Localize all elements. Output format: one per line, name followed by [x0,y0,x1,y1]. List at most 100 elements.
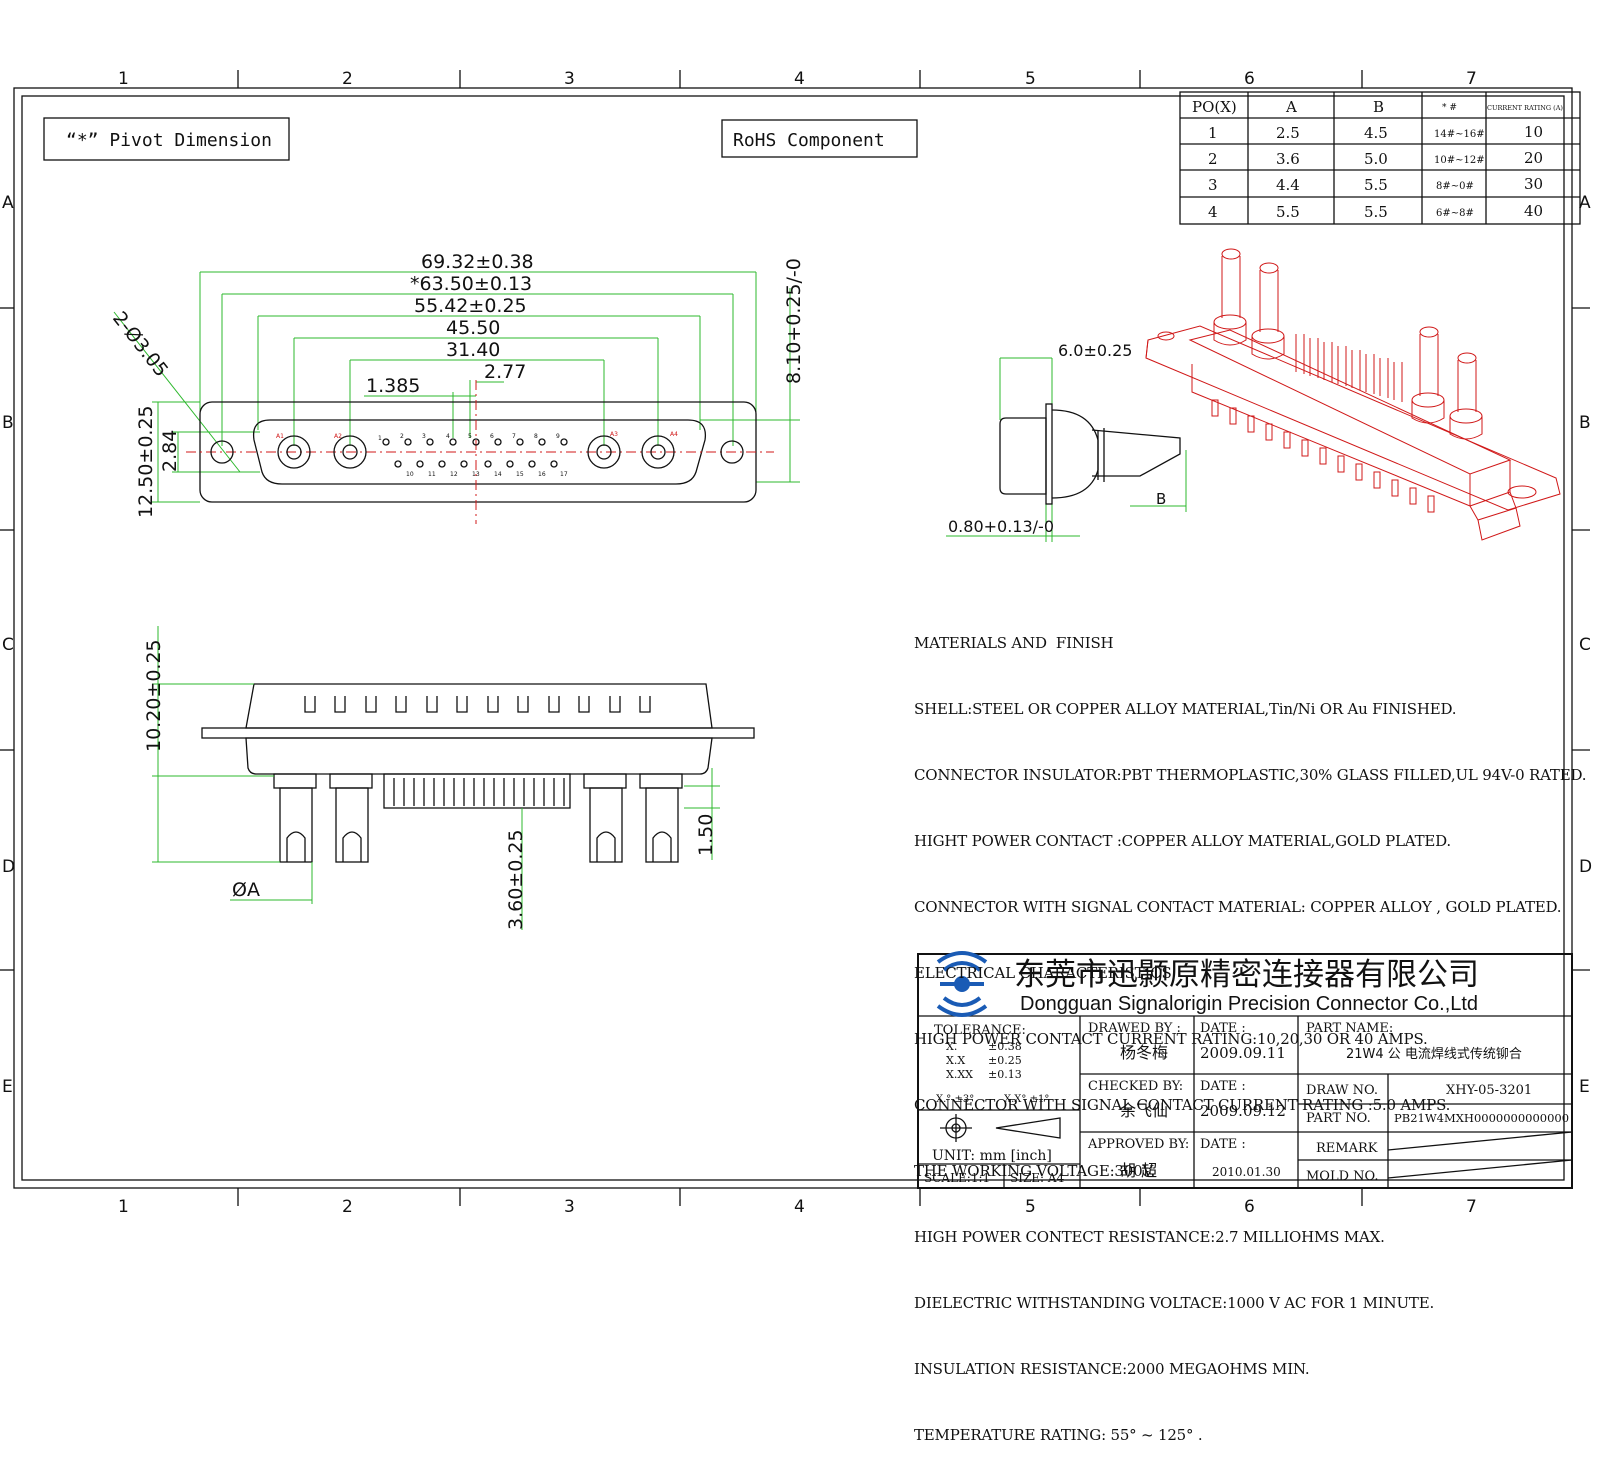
checker-name: 余飞仙 [1120,1101,1168,1120]
rohs-label: RoHS Component [733,130,885,151]
col-label: 5 [1025,69,1036,89]
pin-label: 8 [534,433,538,440]
dim-depth: 8.10+0.25/-0 [783,258,805,384]
grid-labels: 1 2 3 4 5 6 7 1 2 3 4 5 6 7 A B C D E A … [2,69,1592,1217]
iso-view [1145,248,1561,541]
date-drawed: 2009.09.11 [1200,1044,1286,1062]
remark-label: REMARK [1316,1141,1378,1156]
note-line: TEMPERATURE RATING: 55° ~ 125° . [914,1426,1203,1444]
table-cell: 2 [1208,150,1218,168]
table-cell: 6#~8# [1436,208,1474,219]
part-no-label: PART NO. [1306,1111,1371,1126]
unit-label: UNIT: mm [inch] [932,1148,1052,1164]
table-cell: 5.5 [1364,203,1388,221]
col-label: 5 [1025,1197,1036,1217]
date-checked: 2009.09.12 [1200,1102,1286,1120]
pin-label: 7 [512,433,516,440]
dim-tail: 3.60±0.25 [505,829,527,930]
table-cell: 4.4 [1276,176,1300,194]
dim-outer-pins: 45.50 [446,317,500,339]
table-cell: 5.0 [1364,150,1388,168]
col-label: 4 [794,69,805,89]
pivot-note: “*” Pivot Dimension [66,130,272,151]
pin-label: 14 [494,471,502,478]
approver-name: 胡 超 [1120,1161,1157,1180]
row-label: B [1579,413,1591,433]
pin-label: 16 [538,471,546,478]
table-cell: 30 [1524,175,1543,193]
note-line: CONNECTOR INSULATOR:PBT THERMOPLASTIC,30… [914,766,1587,784]
table-cell: 10#~12# [1434,155,1485,166]
note-line: INSULATION RESISTANCE:2000 MEGAOHMS MIN. [914,1360,1310,1378]
tol-angle-1: X.° ±3° [936,1094,974,1105]
tol-xx: X.X [946,1054,965,1067]
rohs-box [721,119,918,158]
table-header: CURRENT RATING (A) [1487,104,1563,112]
table-cell: 20 [1524,149,1543,167]
note-line: ELECTRICAL CHARACTERISTICS [914,964,1172,982]
col-label: 2 [342,1197,353,1217]
dim-body-h: 10.20±0.25 [143,639,165,752]
dim-half-pitch: 1.385 [366,375,420,397]
date-label: DATE : [1200,1021,1246,1036]
side-view: 6.0±0.25 0.80+0.13/-0 B [946,341,1187,542]
table-cell: 40 [1524,202,1543,220]
table-cell: 8#~0# [1436,181,1474,192]
pin-label: 6 [490,433,494,440]
part-name: 21W4 公 电流焊线式传统铆合 [1346,1046,1522,1062]
bottom-view: 10.20±0.25 3.60±0.25 1.50 ØA [143,626,755,930]
dim-holes: 2-Ø3.05 [108,308,172,382]
table-header: B [1373,98,1384,116]
pin-label: 3 [422,433,426,440]
tol-xxx: X.XX [946,1068,973,1081]
dim-side-width: 6.0±0.25 [1058,341,1132,360]
date-label: DATE : [1200,1079,1246,1094]
company-name-en: Dongguan Signalorigin Precision Connecto… [1020,993,1478,1015]
pin-label: 12 [450,471,458,478]
note-line: SHELL:STEEL OR COPPER ALLOY MATERIAL,Tin… [914,700,1457,718]
note-line: DIELECTRIC WITHSTANDING VOLTACE:1000 V A… [914,1294,1435,1312]
pin-label: 9 [556,433,560,440]
col-label: 2 [342,69,353,89]
table-cell: 4.5 [1364,124,1388,142]
row-label: D [2,857,15,877]
pin-label: A1 [276,433,284,440]
inner-frame [21,95,1565,1181]
dim-pin-off: 1.50 [695,814,717,856]
note-line: CONNECTOR WITH SIGNAL CONTACT MATERIAL: … [914,898,1562,916]
pin-label: 11 [428,471,436,478]
row-label: A [2,193,14,213]
note-line: HIGHT POWER CONTACT :COPPER ALLOY MATERI… [914,832,1451,850]
table-cell: 14#~16# [1434,129,1485,140]
col-label: 4 [794,1197,805,1217]
table-cell: 10 [1524,123,1543,141]
company-name-cn: 东莞市迅颢原精密连接器有限公司 [1014,957,1479,993]
pin-label: 1 [378,435,382,442]
pivot-note-box [43,117,290,161]
col-label: 3 [564,1197,575,1217]
row-label: C [2,635,14,655]
projection-symbol-icon [940,1114,1061,1142]
note-line: HIGH POWER CONTECT RESISTANCE:2.7 MILLIO… [914,1228,1385,1246]
date-label: DATE : [1200,1137,1246,1152]
dim-pitch: 2.77 [484,361,526,383]
pin-label: 15 [516,471,524,478]
pin-label: A4 [670,431,678,438]
title-block: 东莞市迅颢原精密连接器有限公司 Dongguan Signalorigin Pr… [917,951,1573,1189]
checked-by-label: CHECKED BY: [1088,1079,1183,1094]
note-line: CONNECTOR WITH SIGNAL CONTACT CURRENT RA… [914,1096,1451,1114]
tol-x: X. [946,1040,957,1053]
table-cell: 4 [1208,203,1218,221]
row-label: D [1579,857,1592,877]
tol-angle-2: X.X° ±1° [1004,1094,1049,1105]
pin-label: A3 [610,431,618,438]
col-label: 1 [118,1197,129,1217]
note-line: MATERIALS AND FINISH [914,634,1114,652]
part-no: PB21W4MXH0000000000000 [1394,1111,1569,1125]
materials-notes: MATERIALS AND FINISH SHELL:STEEL OR COPP… [914,588,1587,1468]
dim-inner-pins: 31.40 [446,339,500,361]
col-label: 3 [564,69,575,89]
pin-label: 10 [406,471,414,478]
dim-overall: 69.32±0.38 [421,251,534,273]
pin-label: 17 [560,471,568,478]
